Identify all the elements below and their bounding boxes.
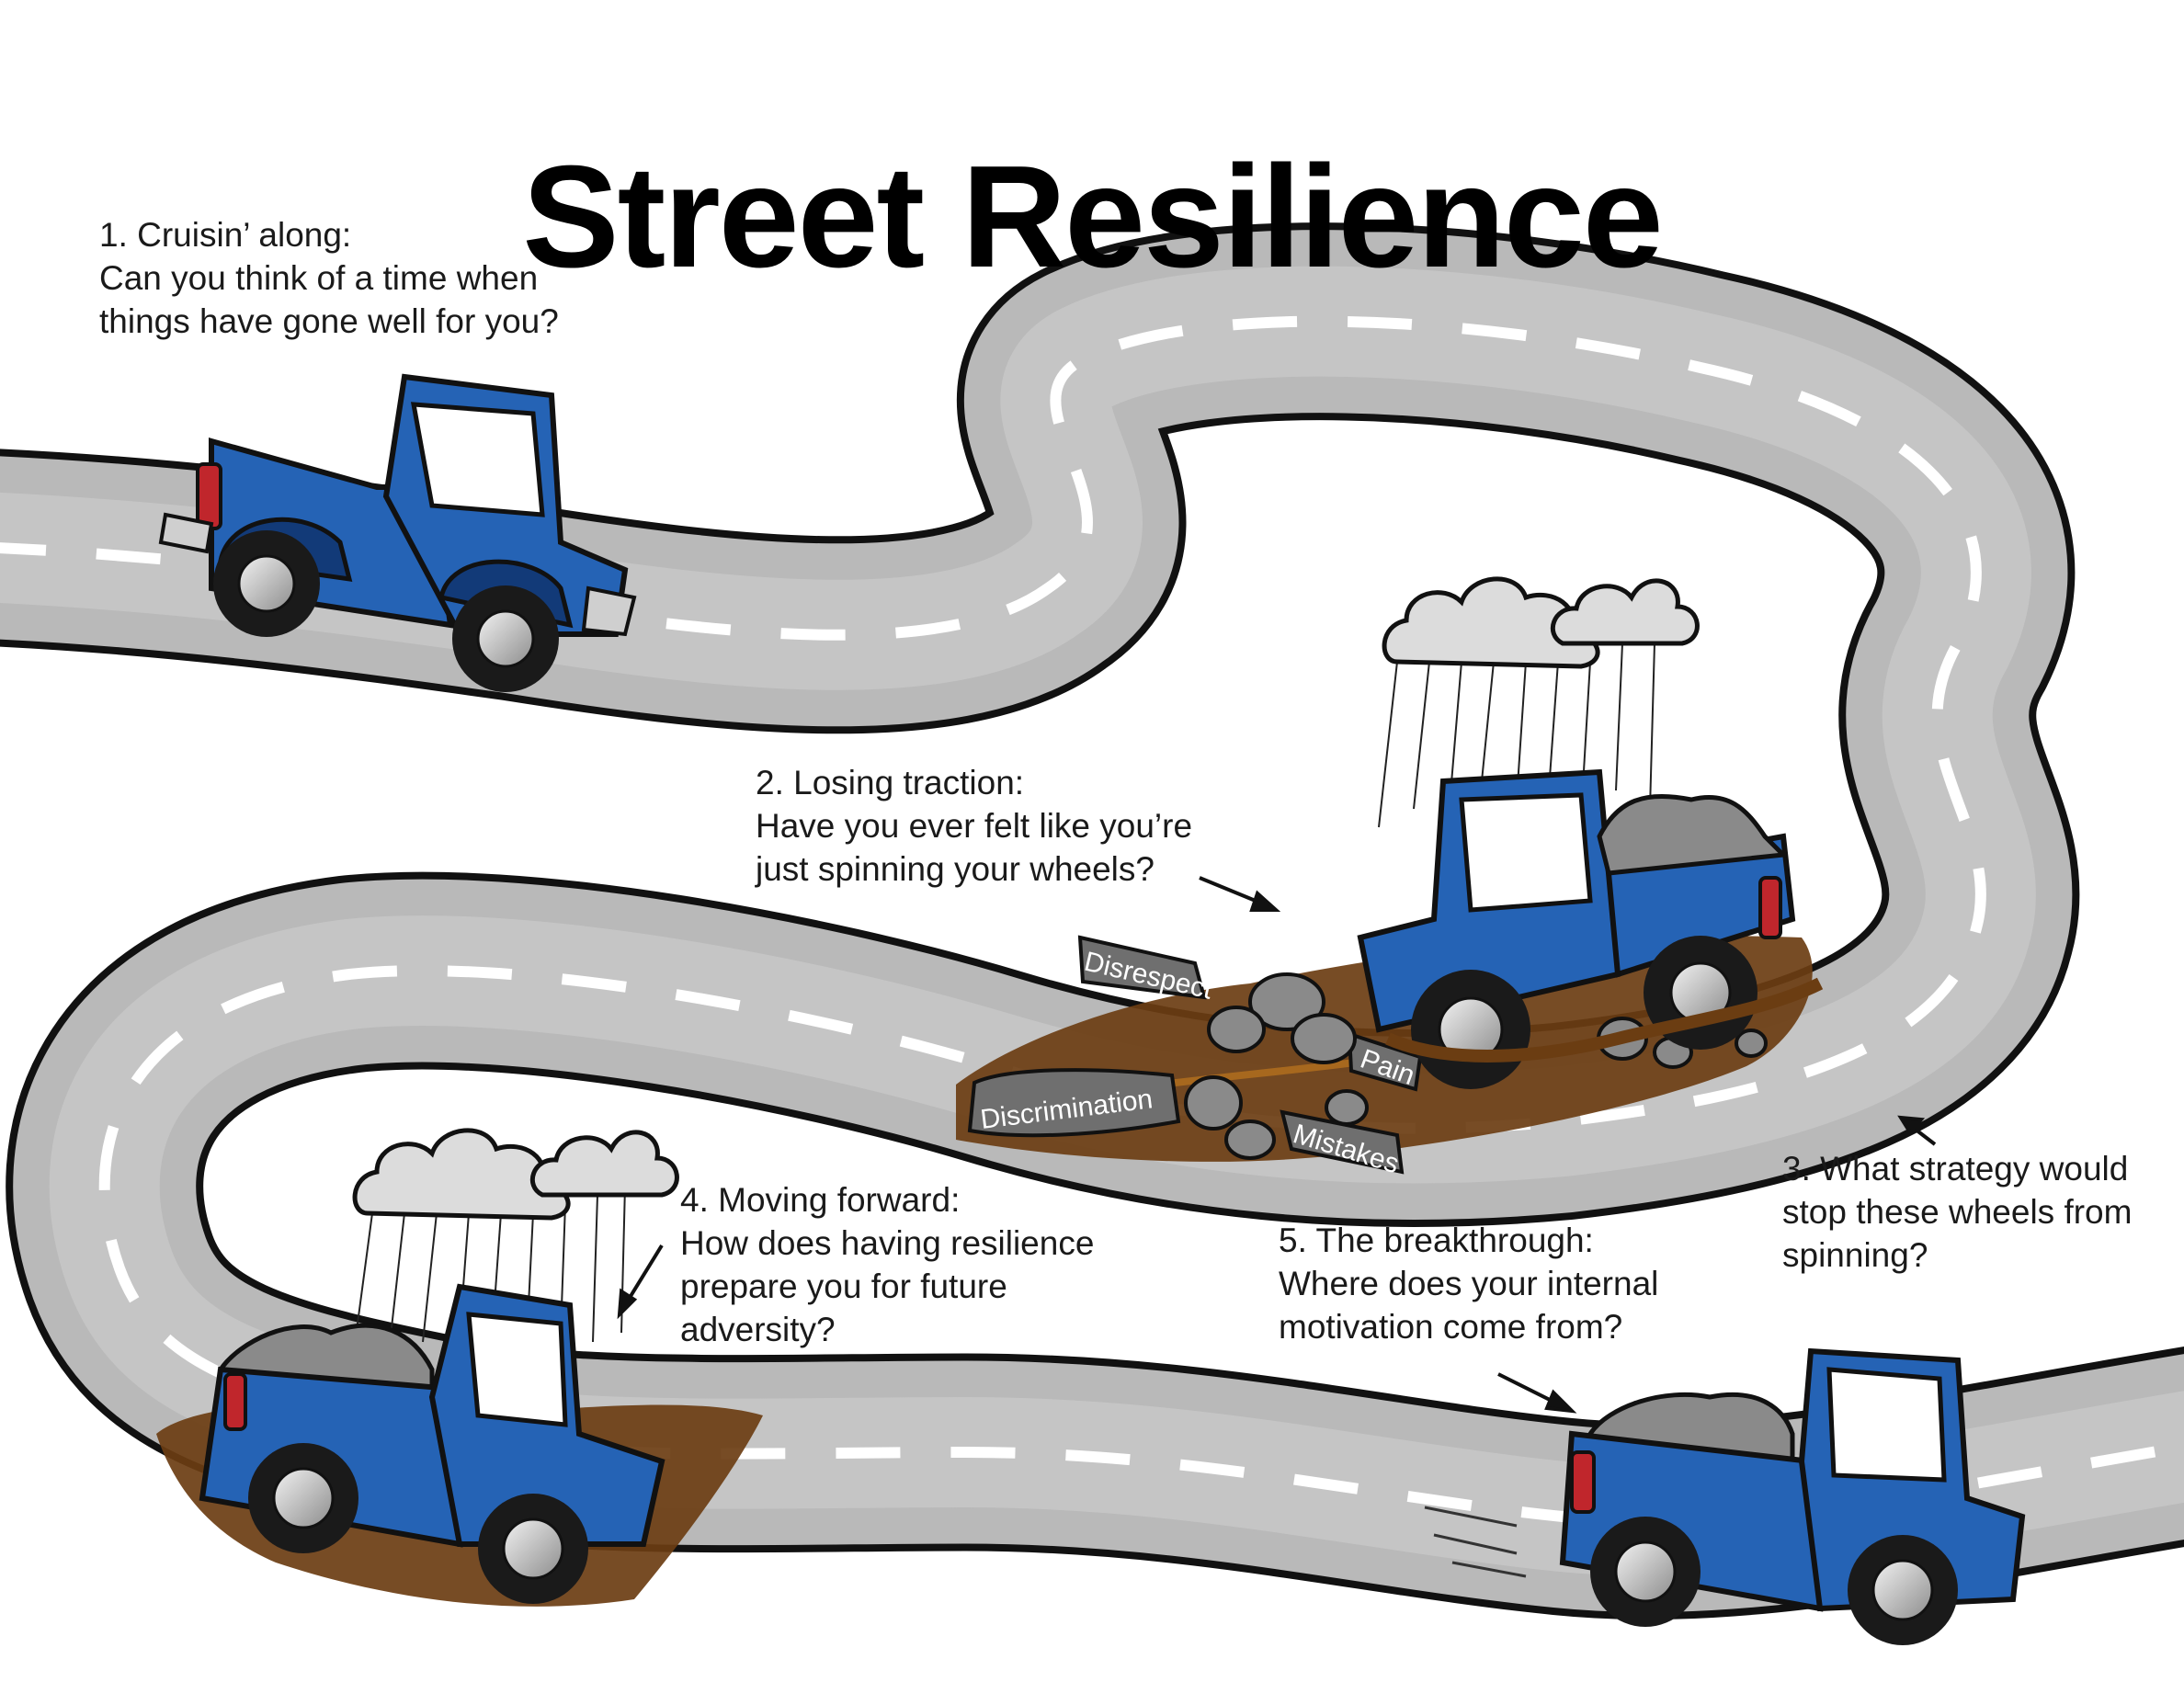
rain-cloud-icon bbox=[1378, 576, 1700, 828]
step-line: motivation come from? bbox=[1279, 1308, 1623, 1346]
step-line: spinning? bbox=[1782, 1236, 1928, 1274]
step-4-caption: 4. Moving forward: How does having resil… bbox=[680, 1178, 1094, 1351]
step-line: How does having resilience bbox=[680, 1224, 1095, 1262]
step-heading: 3. What strategy would bbox=[1782, 1150, 2129, 1188]
step-line: adversity? bbox=[680, 1311, 836, 1348]
page-title: Street Resilience bbox=[522, 135, 1663, 298]
step-line: Have you ever felt like you’re bbox=[756, 807, 1193, 845]
step-line: things have gone well for you? bbox=[99, 302, 559, 340]
arrow-icon bbox=[617, 876, 1937, 1414]
step-5-caption: 5. The breakthrough: Where does your int… bbox=[1279, 1219, 1658, 1348]
step-heading: 1. Cruisin’ along: bbox=[99, 216, 352, 254]
rock-icon bbox=[967, 935, 1768, 1175]
step-heading: 5. The breakthrough: bbox=[1279, 1222, 1594, 1259]
step-heading: 4. Moving forward: bbox=[680, 1181, 961, 1219]
step-line: stop these wheels from bbox=[1782, 1193, 2133, 1231]
step-1-caption: 1. Cruisin’ along: Can you think of a ti… bbox=[99, 213, 559, 343]
step-heading: 2. Losing traction: bbox=[756, 764, 1025, 801]
step-3-caption: 3. What strategy would stop these wheels… bbox=[1782, 1147, 2132, 1277]
pickup-truck-icon bbox=[158, 373, 637, 692]
step-2-caption: 2. Losing traction: Have you ever felt l… bbox=[756, 761, 1192, 891]
step-line: just spinning your wheels? bbox=[756, 850, 1155, 888]
pickup-truck-icon bbox=[199, 1283, 665, 1604]
pickup-truck-icon bbox=[1424, 1347, 2026, 1645]
step-line: prepare you for future bbox=[680, 1267, 1007, 1305]
rain-cloud-icon bbox=[352, 1128, 679, 1361]
step-line: Where does your internal bbox=[1279, 1265, 1659, 1302]
pickup-truck-icon bbox=[1357, 768, 1824, 1089]
step-line: Can you think of a time when bbox=[99, 259, 539, 297]
